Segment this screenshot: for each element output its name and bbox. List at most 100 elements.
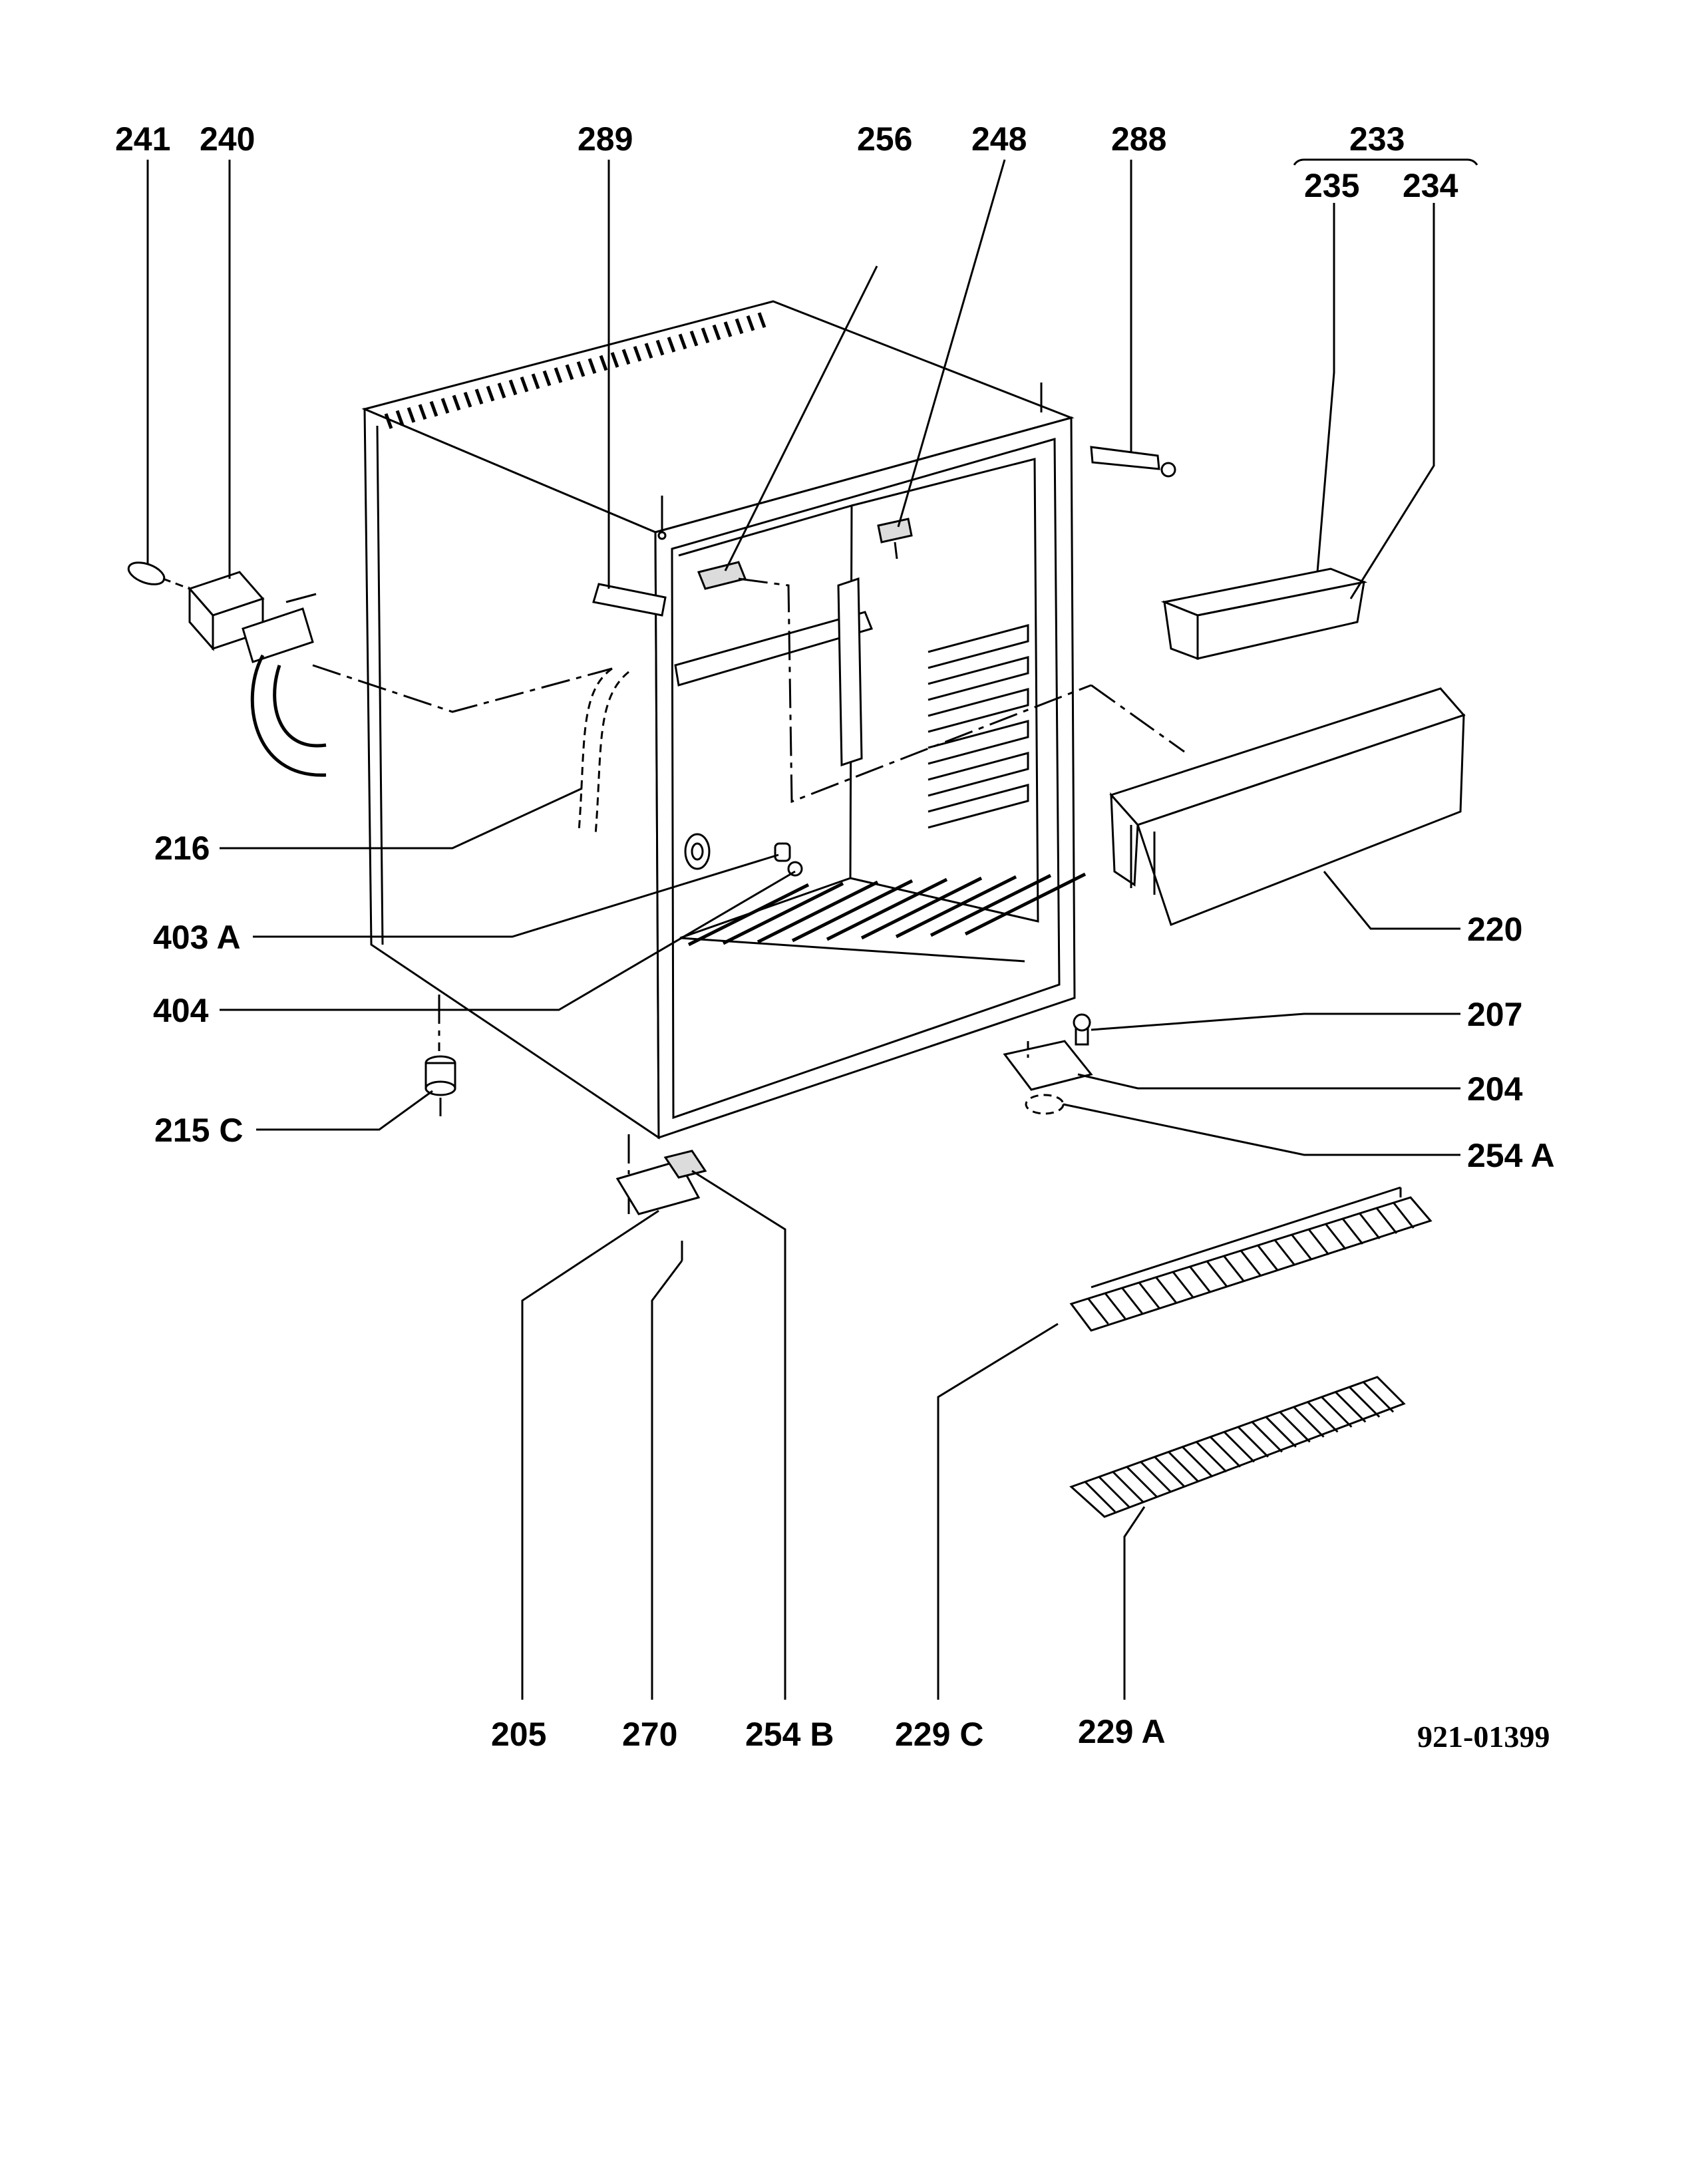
vent-slot bbox=[746, 315, 755, 331]
leader-270 bbox=[651, 1260, 683, 1700]
shelf-229c-wire bbox=[1206, 1261, 1228, 1287]
shelf-220-front bbox=[1136, 713, 1465, 926]
vent-slot bbox=[531, 373, 540, 390]
inner-floor-edge bbox=[679, 937, 1025, 963]
floor-bar bbox=[860, 876, 983, 940]
pin-288 bbox=[1160, 462, 1176, 478]
vent-slot bbox=[621, 349, 631, 365]
label-248: 248 bbox=[971, 120, 1027, 158]
screw-248 bbox=[894, 542, 898, 559]
leader-229a bbox=[1123, 1506, 1146, 1700]
vent-slot bbox=[542, 370, 552, 387]
floor-bar bbox=[687, 883, 810, 947]
floor-bar bbox=[826, 877, 948, 941]
vent-slot bbox=[655, 339, 665, 356]
label-404: 404 bbox=[153, 992, 209, 1029]
label-229c: 229 C bbox=[895, 1716, 983, 1753]
shelf-229a-wire bbox=[1196, 1441, 1228, 1473]
shelf-229c-wire bbox=[1104, 1293, 1126, 1319]
part-240-box bbox=[188, 571, 327, 777]
shelf-229c-wire bbox=[1172, 1271, 1194, 1298]
inner-rail bbox=[674, 611, 874, 687]
fin-end-plate bbox=[837, 577, 863, 767]
label-204: 204 bbox=[1467, 1070, 1523, 1108]
vent-slot bbox=[463, 391, 472, 408]
label-215c: 215 C bbox=[154, 1112, 243, 1149]
shelf-229a-wire bbox=[1223, 1431, 1256, 1463]
part-241-lamp bbox=[127, 561, 317, 603]
drawing-number: 921-01399 bbox=[1417, 1720, 1550, 1754]
shelf-229c-wire bbox=[1240, 1250, 1262, 1277]
shelf-229a-wire bbox=[1112, 1471, 1144, 1503]
floor-bar bbox=[895, 875, 1017, 939]
fin-plate bbox=[928, 688, 1029, 733]
vent-slot bbox=[633, 345, 642, 362]
tube-216-b bbox=[594, 671, 629, 836]
leader-234 bbox=[1349, 203, 1435, 599]
screw-head-289 bbox=[657, 531, 667, 540]
part-205-hinge bbox=[615, 1134, 707, 1261]
leader-lines bbox=[146, 158, 1478, 1700]
shelf-229a-wire bbox=[1265, 1416, 1297, 1448]
vent-slot bbox=[689, 330, 699, 347]
shelf-229c-wire bbox=[1155, 1277, 1177, 1303]
shelf-229c-backrail bbox=[1091, 1186, 1401, 1289]
vent-slot bbox=[554, 367, 563, 383]
vent-slot bbox=[508, 379, 518, 396]
screw-240 bbox=[285, 593, 317, 603]
hinge-204 bbox=[1003, 1040, 1093, 1091]
cable-240-a bbox=[250, 654, 327, 777]
leader-207 bbox=[1091, 1013, 1460, 1031]
vent-slot bbox=[701, 327, 710, 344]
vent-slot bbox=[452, 394, 461, 411]
shelf-229c-wire bbox=[1393, 1202, 1415, 1229]
hinge-289 bbox=[592, 583, 667, 617]
label-270: 270 bbox=[622, 1716, 677, 1753]
vent-slot bbox=[723, 321, 733, 337]
shelf-229a-wire bbox=[1237, 1426, 1269, 1458]
vent-slot bbox=[384, 413, 393, 429]
lamp-axis bbox=[162, 577, 190, 590]
shelf-229c-wire bbox=[1359, 1213, 1381, 1239]
shelf-229a-wire bbox=[1126, 1466, 1158, 1498]
refrigerator-cabinet bbox=[361, 300, 1176, 1140]
part-404 bbox=[787, 861, 803, 877]
vent-slot bbox=[599, 355, 608, 371]
axis-240 bbox=[312, 664, 613, 713]
shelf-229c-wire bbox=[1138, 1282, 1160, 1309]
shelf-229c-wire bbox=[1087, 1298, 1109, 1325]
shelf-229a-wire bbox=[1084, 1481, 1116, 1513]
top-vents bbox=[384, 312, 766, 429]
fin-plate bbox=[928, 752, 1029, 797]
bracket-233 bbox=[1293, 158, 1478, 166]
leader-215c bbox=[256, 1090, 433, 1131]
leader-235 bbox=[1316, 203, 1335, 573]
vent-slot bbox=[440, 398, 450, 414]
shelf-229c-wire bbox=[1325, 1223, 1347, 1250]
inner-back-right bbox=[850, 458, 1039, 923]
vent-slot bbox=[486, 385, 495, 402]
pin-207-head bbox=[1073, 1013, 1091, 1032]
shelf-229c-wire bbox=[1291, 1234, 1313, 1261]
cabinet-left-side bbox=[363, 407, 660, 1140]
part-220-shelf bbox=[1109, 687, 1466, 926]
shelf-229a-wire bbox=[1168, 1451, 1200, 1483]
vent-slot bbox=[712, 324, 721, 341]
leader-229c bbox=[937, 1323, 1059, 1700]
floor-grid bbox=[687, 872, 1087, 947]
shelf-229a-wire bbox=[1279, 1411, 1311, 1443]
shelf-229a-wire bbox=[1154, 1456, 1186, 1488]
leader-220 bbox=[1323, 871, 1460, 930]
vent-slot bbox=[576, 361, 586, 377]
floor-bar bbox=[722, 881, 844, 945]
label-403a: 403 A bbox=[153, 919, 241, 956]
leader-256 bbox=[724, 265, 878, 571]
vent-slot bbox=[497, 383, 506, 398]
shelf-229c-wire bbox=[1307, 1229, 1330, 1255]
wire-shelf-229c bbox=[1069, 1186, 1433, 1332]
shelf-229c-wire bbox=[1273, 1239, 1296, 1266]
floor-bar bbox=[791, 879, 914, 943]
label-240: 240 bbox=[200, 120, 255, 158]
fin-plate bbox=[928, 720, 1029, 765]
